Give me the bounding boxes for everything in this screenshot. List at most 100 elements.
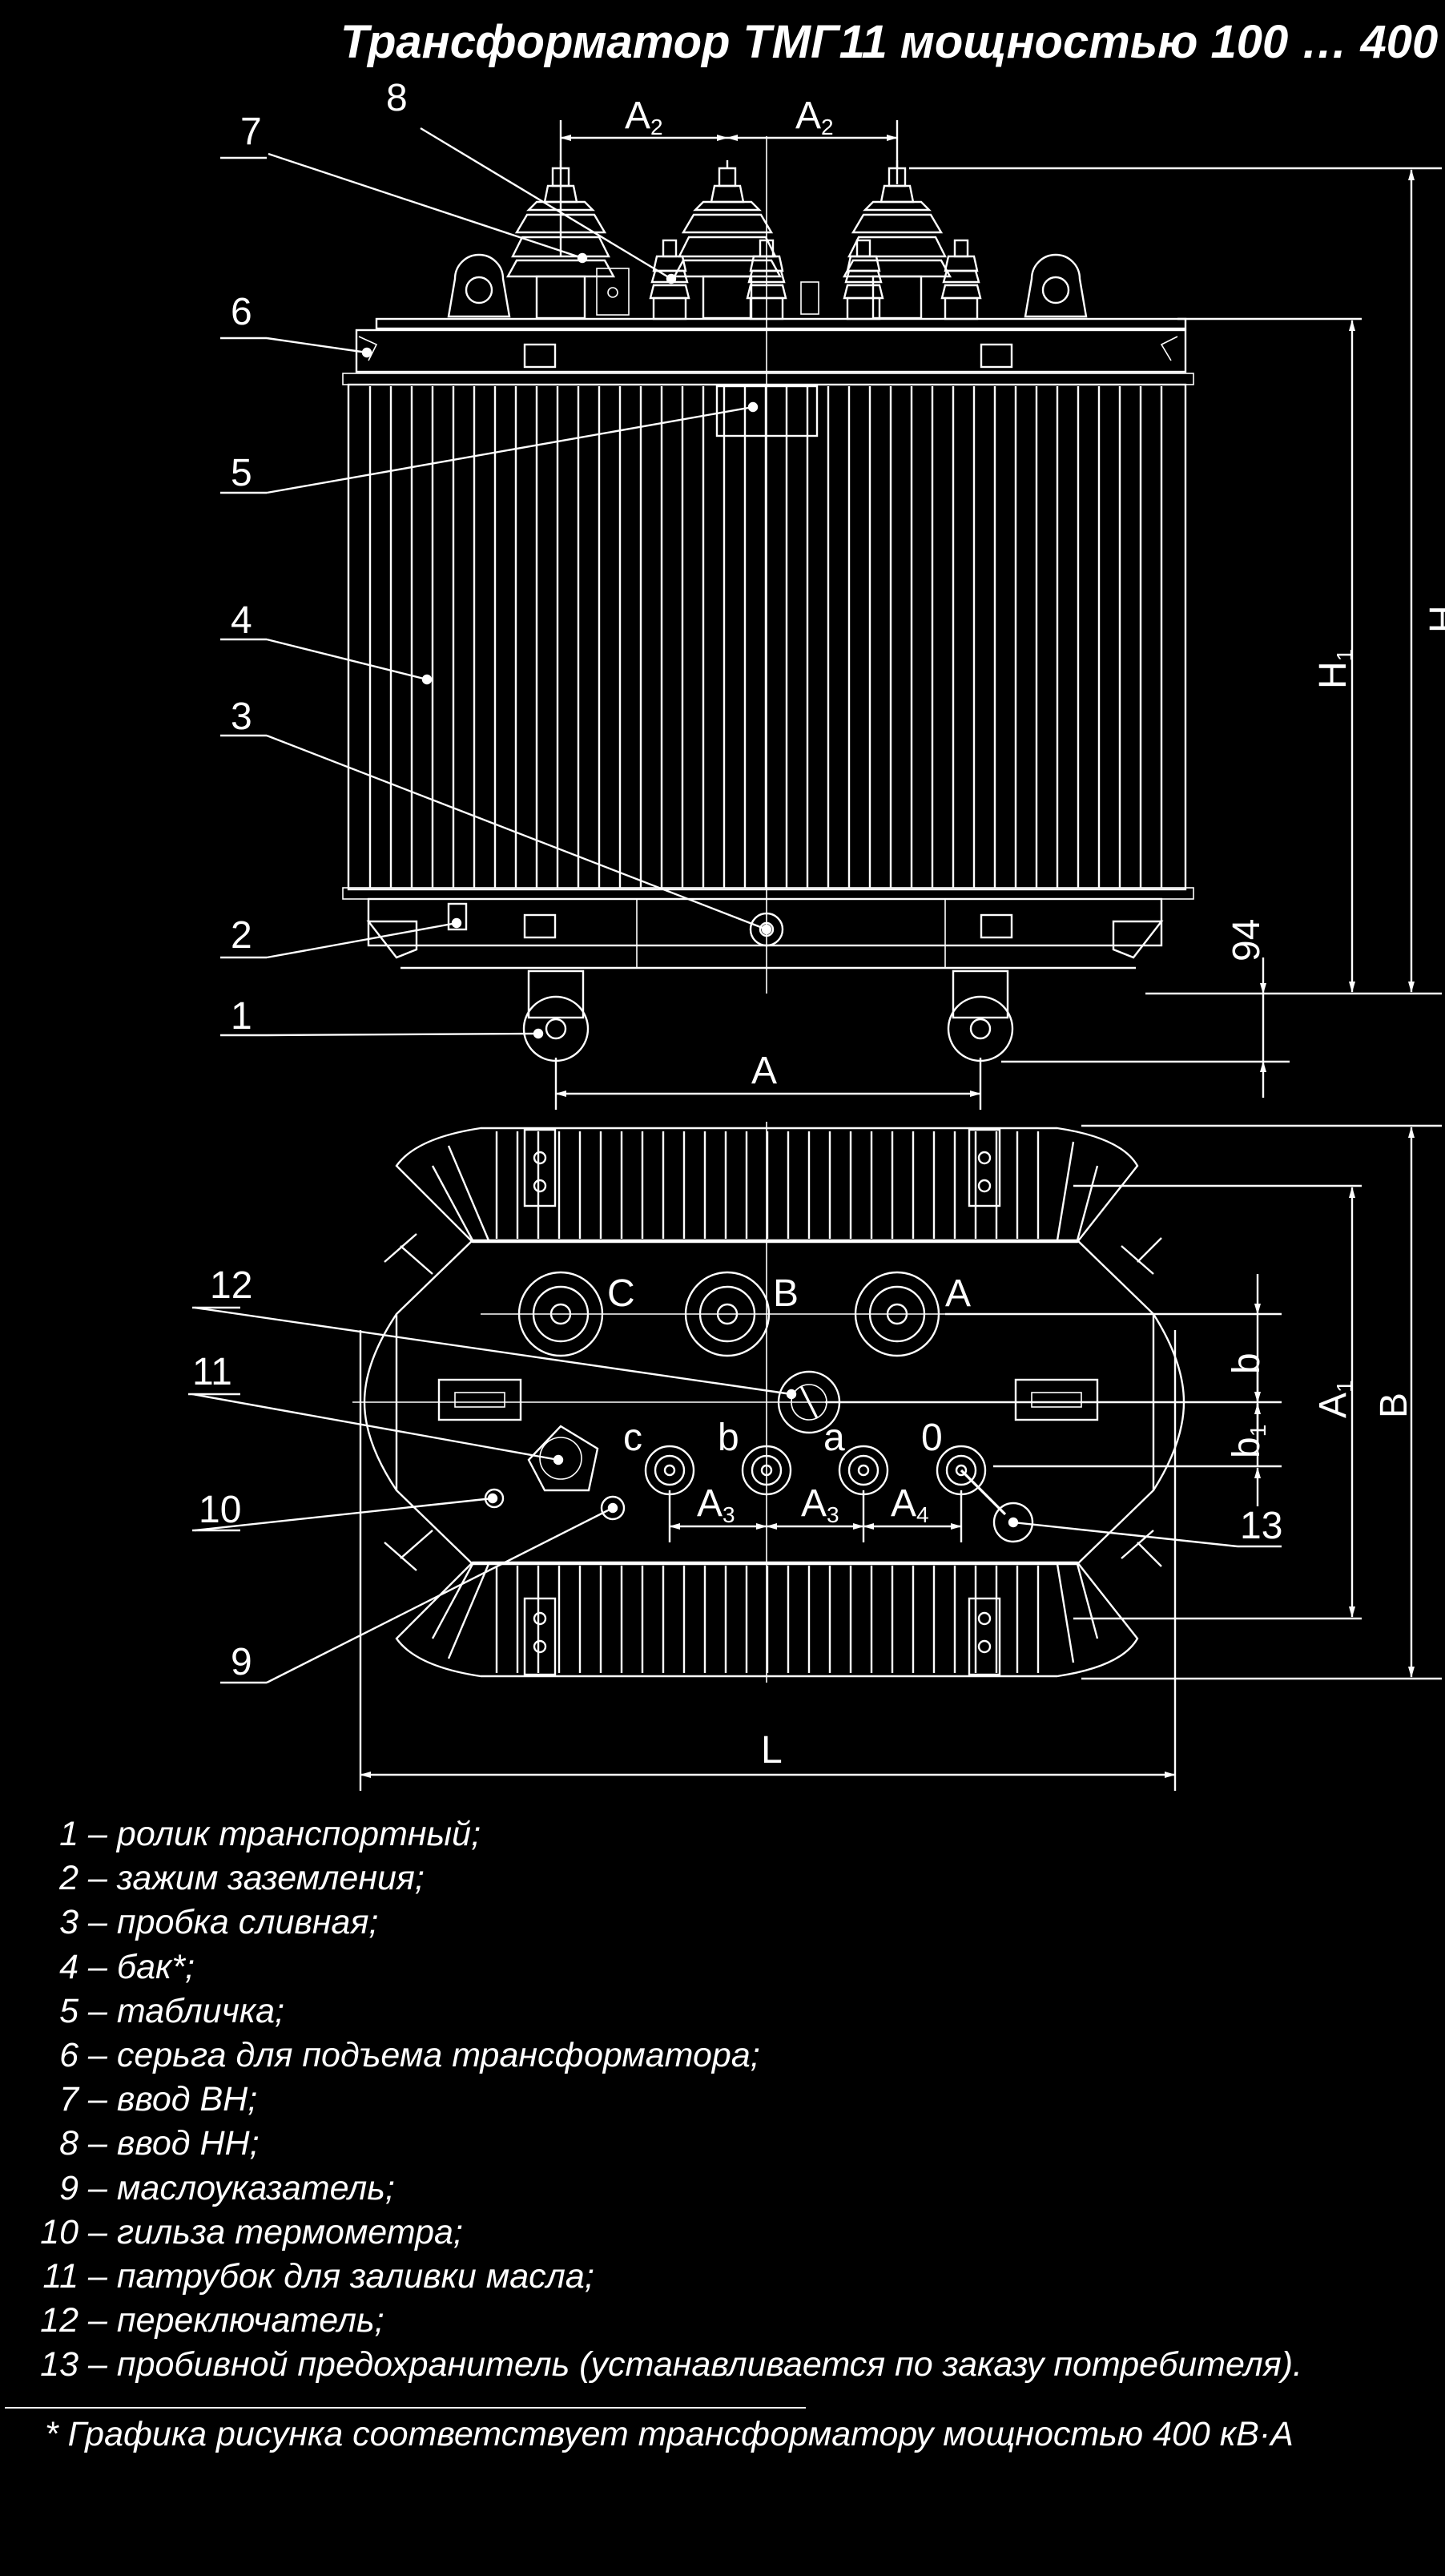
terminal-label-a: a: [823, 1417, 845, 1459]
legend-number: 9: [59, 2168, 78, 2207]
legend-text: бак*;: [116, 1947, 195, 1986]
legend-item: 13–пробивной предохранитель (устанавлива…: [40, 2343, 1418, 2387]
legend-item: 2–зажим заземления;: [40, 1856, 1418, 1901]
dim-94: 94: [1226, 919, 1268, 961]
callout-leaders: [188, 127, 1282, 1684]
lv-bushing: [649, 239, 982, 320]
callout-leader-line: [194, 1497, 493, 1532]
callout-leader-dot: [487, 1493, 498, 1504]
legend-dash: –: [88, 2168, 107, 2207]
terminal-label-0: 0: [921, 1417, 943, 1459]
terminal-label-C: C: [607, 1272, 635, 1315]
legend-number: 6: [59, 2036, 78, 2075]
callout-leader-dot: [666, 273, 677, 284]
legend-text: ввод НН;: [116, 2124, 260, 2163]
footnote: * Графика рисунка соответствует трансфор…: [45, 2415, 1294, 2453]
callout-leader-dot: [747, 401, 759, 413]
callout-leader-line: [420, 127, 672, 280]
callout-leader-dot: [533, 1028, 544, 1039]
callout-9: 9: [231, 1641, 252, 1683]
callout-leader-line: [194, 1306, 792, 1396]
front-view: [342, 136, 1194, 1062]
oil-level-indicator: [600, 1495, 626, 1521]
terminal-label-b: b: [718, 1417, 739, 1459]
legend-dash: –: [88, 1859, 107, 1898]
callout-leader-dot: [361, 347, 372, 358]
legend-dash: –: [88, 1991, 107, 2030]
callout-leader-dot: [451, 917, 462, 929]
drawing-title: Трансформатор ТМГ11 мощностью 100 … 400 …: [340, 16, 1445, 68]
legend-number: 10: [40, 2212, 78, 2251]
callout-leader-line: [266, 1032, 539, 1037]
legend-item: 12–переключатель;: [40, 2299, 1418, 2343]
dim-b1: b1: [1226, 1425, 1270, 1458]
legend-number: 7: [59, 2080, 78, 2119]
legend-dash: –: [88, 2212, 107, 2251]
callout-leader-dot: [761, 924, 772, 935]
hv-bushing: [505, 160, 952, 320]
dim-h: H: [1423, 605, 1445, 633]
legend-item: 7–ввод ВН;: [40, 2078, 1418, 2122]
callout-12: 12: [210, 1264, 252, 1307]
legend-text: ролик транспортный;: [116, 1815, 481, 1853]
dim-b: B: [1373, 1393, 1415, 1418]
callout-leader-dot: [421, 674, 433, 685]
legend-text: маслоуказатель;: [116, 2168, 395, 2207]
legend-number: 1: [59, 1815, 78, 1853]
legend-text: патрубок для заливки масла;: [116, 2257, 594, 2296]
legend-number: 3: [59, 1903, 78, 1942]
legend-item: 3–пробка сливная;: [40, 1901, 1418, 1945]
callout-leader-line: [266, 921, 457, 959]
callout-13: 13: [1240, 1505, 1282, 1547]
legend-number: 11: [42, 2257, 78, 2296]
legend-text: пробивной предохранитель (устанавливаетс…: [116, 2345, 1302, 2385]
legend-text: пробка сливная;: [116, 1903, 379, 1942]
dim-l: L: [761, 1729, 783, 1772]
legend-item: 10–гильза термометра;: [40, 2211, 1418, 2255]
dim-a2-left: A2: [625, 95, 663, 139]
dim-a1: A1: [1312, 1380, 1357, 1418]
top-cover: [395, 1239, 1155, 1566]
callout-leader-dot: [786, 1389, 797, 1400]
legend-number: 5: [59, 1991, 78, 2030]
callout-2: 2: [231, 914, 252, 957]
earthing-clamp: [447, 902, 468, 931]
lifting-eye: [358, 253, 1178, 361]
legend-dash: –: [88, 1815, 107, 1853]
terminal-label-c: c: [623, 1417, 642, 1459]
callout-11: 11: [192, 1351, 232, 1393]
legend-item: 6–серьга для подъема трансформатора;: [40, 2034, 1418, 2078]
callout-leader-line: [266, 638, 428, 681]
legend-dash: –: [88, 2080, 107, 2119]
callout-7: 7: [240, 111, 262, 153]
legend-item: 8–ввод НН;: [40, 2122, 1418, 2166]
tank-body: [347, 383, 1187, 891]
callout-leader-line: [266, 405, 754, 494]
dim-b-upper: b: [1226, 1353, 1268, 1374]
callout-1: 1: [231, 995, 252, 1038]
dim-h1: H1: [1312, 649, 1357, 689]
callout-leader-dot: [577, 252, 588, 264]
callout-10: 10: [199, 1489, 241, 1531]
callout-4: 4: [231, 599, 252, 642]
dimension-lines: [359, 120, 1442, 1791]
callout-leader-dot: [553, 1454, 564, 1465]
legend-text: зажим заземления;: [116, 1859, 425, 1898]
callout-5: 5: [231, 452, 252, 494]
callout-6: 6: [231, 291, 252, 333]
callout-3: 3: [231, 695, 252, 738]
legend-item: 4–бак*;: [40, 1945, 1418, 1989]
callout-leader-line: [191, 1393, 559, 1461]
legend-number: 2: [59, 1859, 78, 1898]
legend-dash: –: [88, 2124, 107, 2163]
legend-dash: –: [88, 2257, 107, 2296]
legend-number: 8: [59, 2124, 78, 2163]
callout-leader-dot: [607, 1502, 618, 1514]
callout-leader-line: [1012, 1521, 1238, 1548]
callout-leader-line: [268, 152, 583, 260]
legend-item: 1–ролик транспортный;: [40, 1812, 1418, 1856]
tank-cover: [375, 317, 1187, 330]
terminal-label-B: B: [773, 1272, 799, 1315]
legend-number: 13: [40, 2345, 78, 2385]
callout-leader-line: [266, 1506, 614, 1684]
